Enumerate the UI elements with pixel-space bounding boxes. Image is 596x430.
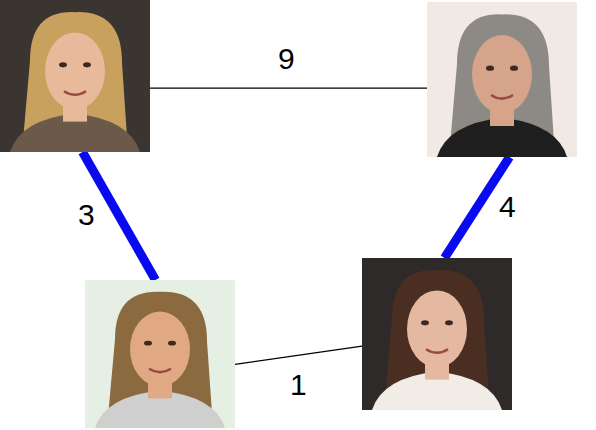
weighted-edge xyxy=(150,87,427,88)
edge-weight: 9 xyxy=(278,44,295,74)
edge-weight: 3 xyxy=(78,200,95,230)
edge-weight: 1 xyxy=(290,370,307,400)
weighted-edge xyxy=(235,346,362,364)
portrait-photo xyxy=(85,280,235,428)
portrait-photo xyxy=(427,2,577,157)
portrait-photo xyxy=(362,258,512,410)
person-node xyxy=(427,2,577,157)
person-node xyxy=(362,258,512,410)
portrait-photo xyxy=(0,0,150,152)
person-node xyxy=(0,0,150,152)
person-node xyxy=(85,280,235,428)
edge-weight: 4 xyxy=(499,192,516,222)
